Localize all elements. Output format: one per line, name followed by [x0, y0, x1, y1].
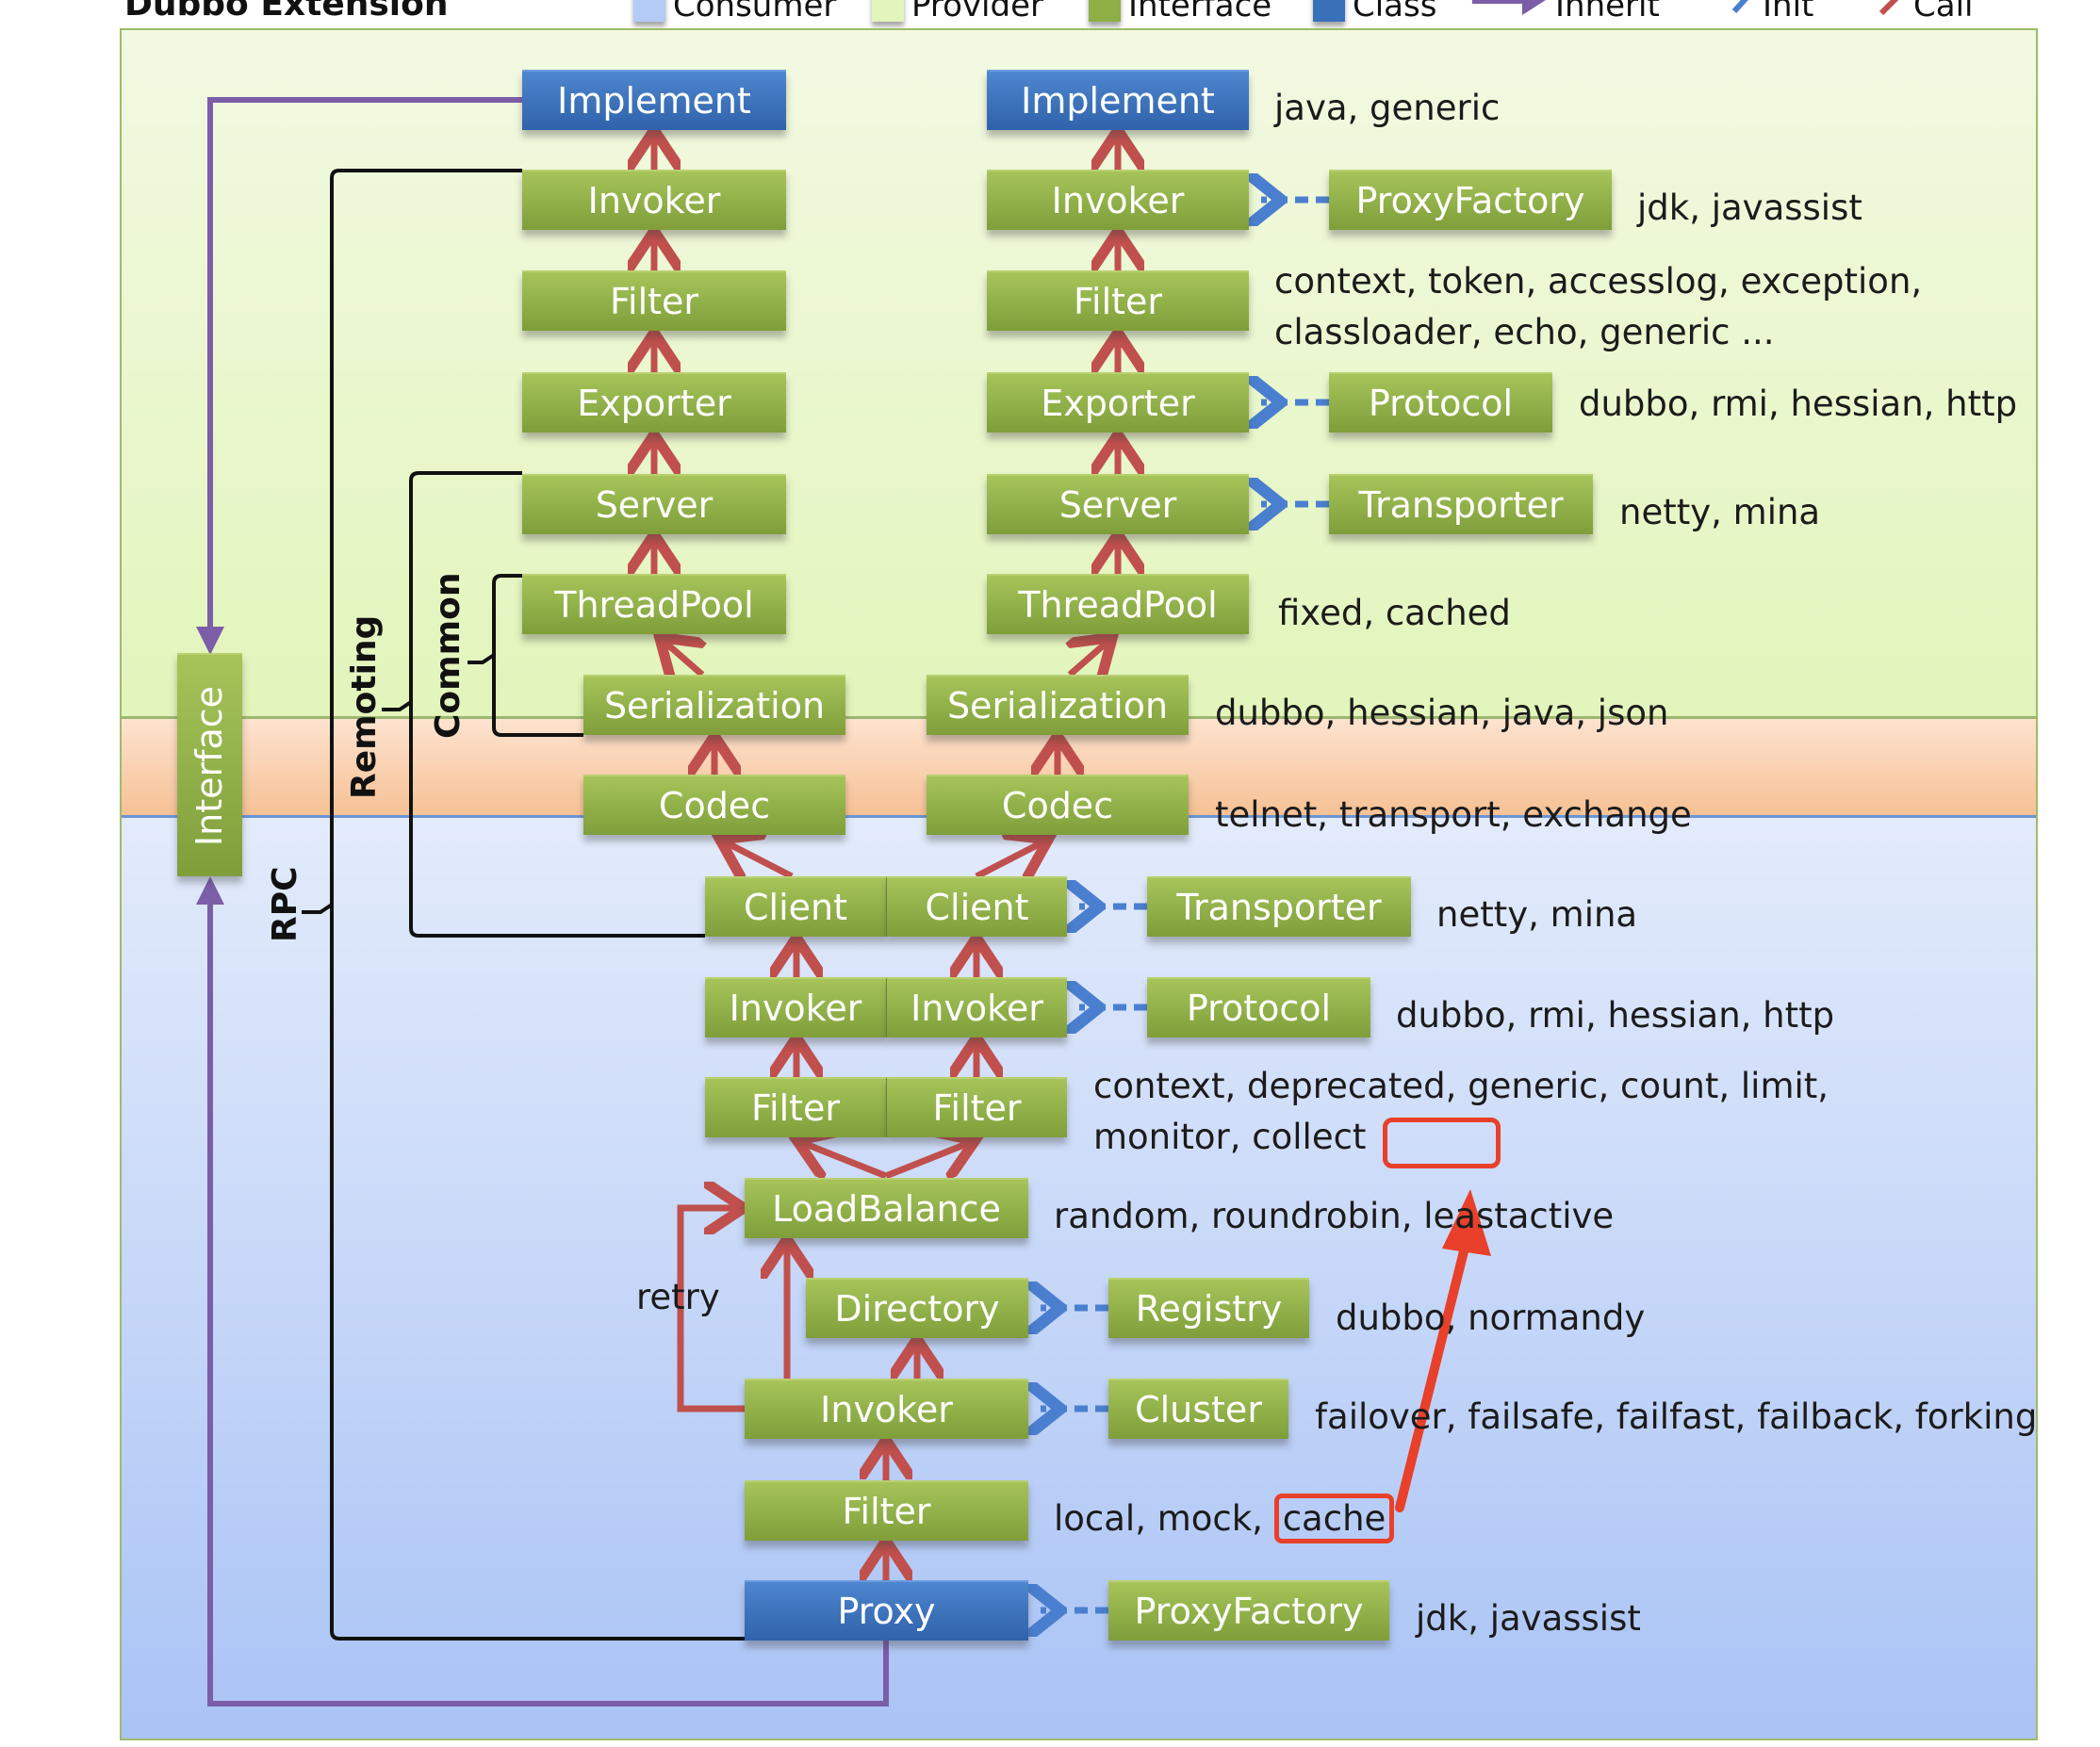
legend-interface-label: Interface: [1128, 0, 1272, 24]
consumer-transporter[interactable]: Transporter: [1147, 876, 1411, 937]
consumer-proxyfactory[interactable]: ProxyFactory: [1108, 1580, 1389, 1641]
call-arrow-icon: [1879, 0, 1899, 16]
provider-transporter-extensions: netty, mina: [1619, 492, 1821, 532]
provider-left-exporter[interactable]: Exporter: [522, 372, 786, 433]
codec-extensions: telnet, transport, exchange: [1215, 794, 1692, 835]
consumer-protocol-extensions: dubbo, rmi, hessian, http: [1396, 995, 1835, 1036]
remoting-bracket: [409, 471, 705, 938]
provider-right-server[interactable]: Server: [987, 474, 1249, 534]
consumer-band: [122, 815, 2036, 1739]
legend-init: Init: [1697, 0, 1813, 24]
provider-swatch: [872, 0, 904, 22]
interface-box[interactable]: Interface: [177, 653, 242, 876]
consumer-invoker-right[interactable]: Invoker: [887, 977, 1067, 1037]
interface-swatch: [1089, 0, 1121, 22]
provider-right-invoker[interactable]: Invoker: [987, 170, 1249, 230]
class-swatch: [1313, 0, 1345, 22]
consumer-filter-extensions-line2: monitor, collect: [1093, 1117, 1367, 1157]
provider-right-threadpool[interactable]: ThreadPool: [987, 574, 1249, 634]
inherit-line-implement: [196, 97, 524, 655]
common-label: Common: [429, 572, 468, 739]
legend-class-label: Class: [1353, 0, 1437, 24]
provider-right-exporter[interactable]: Exporter: [987, 372, 1249, 433]
diagram-title: Dubbo Extension: [124, 0, 449, 24]
consumer-swatch: [633, 0, 665, 22]
consumer-client-left[interactable]: Client: [705, 876, 887, 937]
init-arrow-icon: [1731, 0, 1748, 14]
provider-left-filter[interactable]: Filter: [522, 270, 786, 331]
provider-right-implement[interactable]: Implement: [987, 70, 1249, 130]
consumer-directory[interactable]: Directory: [806, 1278, 1028, 1338]
legend-call: Call: [1847, 0, 1973, 24]
provider-right-codec[interactable]: Codec: [927, 775, 1189, 835]
filter-ext-prefix: local, mock,: [1054, 1498, 1263, 1539]
consumer-invoker-left[interactable]: Invoker: [705, 977, 887, 1037]
inherit-line-proxy: [196, 876, 889, 1706]
consumer-filter-left[interactable]: Filter: [705, 1077, 887, 1137]
cluster-extensions: failover, failsafe, failfast, failback, …: [1315, 1396, 2038, 1437]
provider-left-threadpool[interactable]: ThreadPool: [522, 574, 786, 634]
rpc-label: RPC: [266, 866, 304, 942]
legend-init-label: Init: [1763, 0, 1814, 24]
retry-label: retry: [636, 1277, 720, 1317]
provider-left-server[interactable]: Server: [522, 474, 786, 534]
consumer-filter-bottom-extensions: local, mock, cache: [1054, 1494, 1395, 1544]
provider-right-filter[interactable]: Filter: [987, 270, 1249, 331]
provider-left-implement[interactable]: Implement: [522, 70, 786, 130]
consumer-filter-right[interactable]: Filter: [887, 1077, 1067, 1137]
inherit-arrow-icon: [1472, 0, 1546, 15]
consumer-protocol[interactable]: Protocol: [1147, 977, 1370, 1037]
legend-inherit-label: Inherit: [1555, 0, 1660, 24]
provider-protocol[interactable]: Protocol: [1329, 372, 1552, 433]
annotation-arrowhead-icon: [1442, 1189, 1491, 1256]
legend-consumer-label: Consumer: [673, 0, 837, 24]
annotation-arrow: [1395, 1239, 1470, 1512]
provider-right-serialization[interactable]: Serialization: [927, 675, 1189, 735]
legend-call-label: Call: [1913, 0, 1974, 24]
consumer-client-right[interactable]: Client: [887, 876, 1067, 937]
provider-left-codec[interactable]: Codec: [583, 775, 845, 835]
provider-proxyfactory[interactable]: ProxyFactory: [1329, 170, 1612, 230]
provider-protocol-extensions: dubbo, rmi, hessian, http: [1579, 384, 2018, 424]
consumer-loadbalance[interactable]: LoadBalance: [745, 1178, 1028, 1238]
consumer-proxy[interactable]: Proxy: [745, 1580, 1028, 1641]
legend-provider-label: Provider: [911, 0, 1043, 24]
implement-extensions: java, generic: [1274, 88, 1501, 128]
consumer-transporter-extensions: netty, mina: [1436, 894, 1638, 935]
legend-inherit: Inherit: [1470, 0, 1660, 24]
legend-consumer: Consumer: [633, 0, 836, 24]
provider-proxyfactory-extensions: jdk, javassist: [1637, 188, 1862, 228]
registry-extensions: dubbo, normandy: [1336, 1298, 1646, 1338]
threadpool-extensions: fixed, cached: [1278, 593, 1511, 633]
remoting-label: Remoting: [345, 614, 384, 799]
annotation-empty-box: [1383, 1118, 1501, 1168]
provider-left-serialization[interactable]: Serialization: [583, 675, 845, 735]
consumer-cluster-invoker[interactable]: Invoker: [745, 1379, 1028, 1439]
legend-interface: Interface: [1089, 0, 1271, 24]
provider-transporter[interactable]: Transporter: [1329, 474, 1593, 534]
provider-filter-extensions-line2: classloader, echo, generic ...: [1274, 312, 1775, 352]
legend-class: Class: [1313, 0, 1436, 24]
legend-provider: Provider: [872, 0, 1043, 24]
cache-highlight: cache: [1273, 1494, 1395, 1543]
consumer-registry[interactable]: Registry: [1108, 1278, 1309, 1338]
consumer-filter[interactable]: Filter: [745, 1480, 1028, 1541]
consumer-proxyfactory-extensions: jdk, javassist: [1416, 1598, 1641, 1639]
provider-filter-extensions-line1: context, token, accesslog, exception,: [1274, 261, 1923, 302]
serialization-extensions: dubbo, hessian, java, json: [1215, 693, 1669, 733]
loadbalance-extensions: random, roundrobin, leastactive: [1054, 1196, 1615, 1236]
consumer-cluster[interactable]: Cluster: [1108, 1379, 1288, 1439]
interface-label: Interface: [189, 685, 231, 846]
provider-left-invoker[interactable]: Invoker: [522, 170, 786, 230]
consumer-filter-extensions-line1: context, deprecated, generic, count, lim…: [1093, 1066, 1829, 1106]
